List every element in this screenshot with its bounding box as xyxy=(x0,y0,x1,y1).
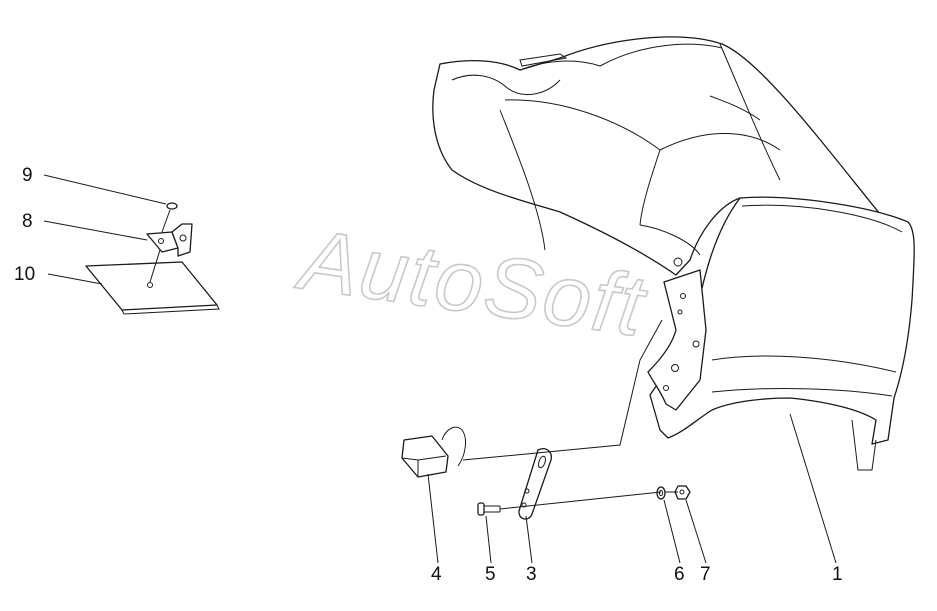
padlock-part xyxy=(401,426,466,478)
callout-10: 10 xyxy=(14,264,35,285)
plate-part xyxy=(85,261,220,315)
callout-5: 5 xyxy=(485,564,496,585)
callout-8: 8 xyxy=(22,211,33,232)
washer-part xyxy=(656,486,666,500)
screw-part xyxy=(166,202,178,210)
bolt-part xyxy=(477,502,501,516)
leader-lines xyxy=(43,174,837,564)
bracket-part xyxy=(146,223,193,257)
callout-9: 9 xyxy=(22,165,33,186)
watermark: AutoSoft xyxy=(290,211,652,355)
assembly-lines xyxy=(149,209,678,510)
callout-7: 7 xyxy=(700,564,711,585)
callout-1: 1 xyxy=(832,564,843,585)
callout-6: 6 xyxy=(674,564,685,585)
saddle-part xyxy=(432,36,915,471)
callout-4: 4 xyxy=(431,564,442,585)
hinge-plate-part xyxy=(518,448,552,520)
callout-3: 3 xyxy=(526,564,537,585)
callout-labels: 9 8 10 4 5 3 6 7 1 xyxy=(14,165,843,585)
